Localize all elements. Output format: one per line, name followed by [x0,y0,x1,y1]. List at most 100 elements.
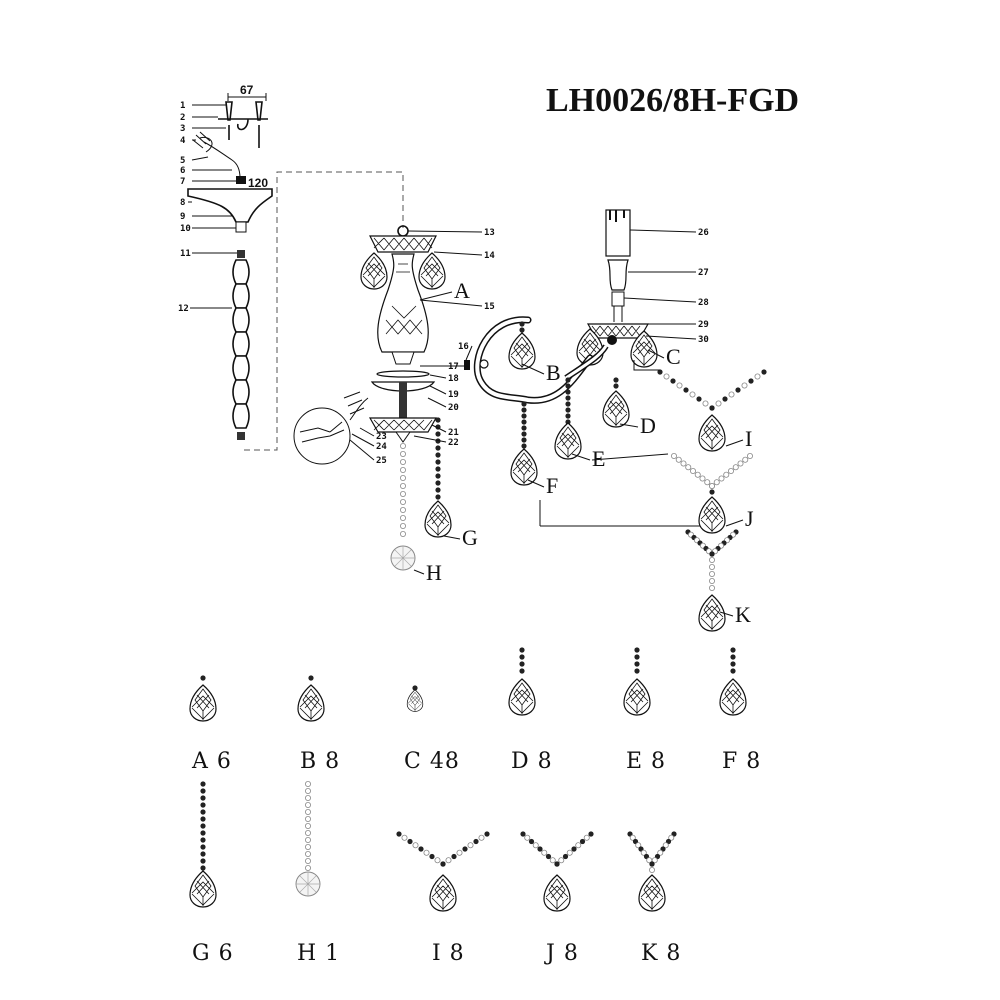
legend-bead [730,661,736,667]
legend-bead [575,842,582,849]
legend-bead [304,809,312,815]
legend-item-k: K 8 [627,831,681,966]
legend-bead [554,861,560,867]
chain-bead [728,467,734,475]
part-callout-23: 23 [359,427,387,442]
part-callout-17: 17 [424,362,459,372]
part-number-12: 12 [178,304,189,314]
strand-h-bead [399,515,407,521]
part-callout-13: 13 [407,228,495,238]
legend-bead [200,788,206,794]
callout-letter-i: I [745,426,752,451]
part-number-9: 9 [180,212,185,222]
strand-h-bead [399,531,407,537]
letter-callout-c: C [647,344,681,369]
legend-bead [456,849,463,856]
chain-bead [663,373,670,380]
legend-bead [200,816,206,822]
legend-bead [524,834,531,841]
legend-bead [308,675,314,681]
part-number-30: 30 [698,335,709,345]
legend-bead [200,851,206,857]
legend-label-k: K 8 [641,941,681,966]
part-callout-5: 5 [180,156,209,166]
legend-item-g: G 6 [189,781,233,966]
part-callout-15: 15 [419,299,495,312]
part-callout-28: 28 [623,297,709,308]
part-callout-6: 6 [180,166,232,176]
legend-bead [583,834,590,841]
part-number-23: 23 [376,432,387,442]
letter-callout-j: J [725,506,754,531]
strand-f-bead [521,431,527,437]
callout-letter-b: B [546,360,561,385]
chain-bead [748,378,754,384]
chain-bead [722,396,728,402]
legend-bead [532,842,539,849]
legend-label-h: H 1 [297,941,340,966]
legend-bead [541,849,548,856]
legend-bead [730,647,736,653]
chain-bead [696,396,702,402]
legend-bead [634,661,640,667]
legend-bead [407,838,413,845]
part-callout-7: 7 [180,177,236,187]
strand-h-bead [399,498,407,506]
chain-bead [732,464,739,471]
strand-h-bead [399,506,407,513]
part-number-13: 13 [484,228,495,238]
part-callout-3: 3 [180,124,226,134]
strand-h-bead [399,523,407,529]
part-number-8: 8 [180,198,185,208]
legend-crystal-drop [543,874,571,912]
part-callout-2: 2 [180,113,218,123]
part-number-26: 26 [698,228,709,238]
legend-label-e: E 8 [626,749,666,774]
part-callout-27: 27 [628,268,709,278]
legend-bead [649,861,655,867]
legend-crystal-drop [623,678,651,716]
part-callout-10: 10 [180,224,236,234]
strand-h-bead [399,490,407,498]
strand-g-bead [435,431,441,437]
legend-bead [579,838,586,845]
chain-bead [690,467,696,475]
part-number-17: 17 [448,362,459,372]
legend-bead [396,831,402,837]
legend-bead [423,849,430,856]
legend-bead [412,842,419,849]
legend-bead [478,834,485,841]
legend-bead [200,802,206,808]
legend-bead [304,837,312,843]
strand-e-bead [565,407,571,413]
legend-item-c: C 48 [404,685,459,774]
strand-e-bead [565,401,571,407]
part-callout-8: 8 [180,198,192,208]
chain-bead [709,482,715,490]
legend-label-i: I 8 [432,941,465,966]
legend-bead [558,857,565,864]
center-column [293,225,470,571]
strand-f-bead [521,443,527,449]
legend-bead [634,647,640,653]
callout-letter-j: J [745,506,754,531]
chain-bead [728,391,735,398]
chain-bead [741,382,748,389]
strand-d-bead [613,383,619,389]
legend-crystal-drop [508,678,536,716]
callout-letter-h: H [426,560,442,585]
chain-bead [670,378,676,384]
legend-bead [520,831,526,837]
dimension-67: 67 [240,83,254,97]
crystal-drop-d [602,390,630,428]
legend-bead [566,849,573,856]
strand-h-bead [399,474,407,482]
strand-h-bead [399,442,407,450]
chain-bead [709,405,715,411]
legend-bead [429,853,435,860]
letter-callout-g: G [443,525,478,550]
legend-bead [519,668,525,674]
part-number-4: 4 [180,136,186,146]
strand-e-bead [565,395,571,401]
chain-bead [709,551,715,557]
